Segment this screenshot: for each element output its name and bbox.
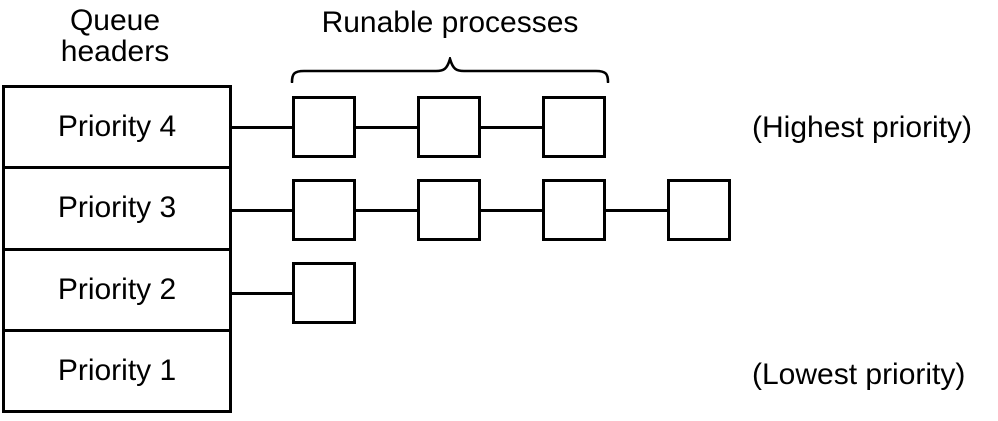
process-box xyxy=(542,179,606,241)
process-box xyxy=(292,179,356,241)
queue-row: Priority 2 xyxy=(5,251,229,332)
brace-icon xyxy=(290,57,610,83)
queue-headers-box: Priority 4 Priority 3 Priority 2 Priority 1 xyxy=(2,85,232,413)
queue-row-label: Priority 2 xyxy=(57,272,177,306)
process-box xyxy=(667,179,731,241)
runable-processes-label: Runable processes xyxy=(321,6,579,39)
process-box xyxy=(292,262,356,324)
process-box xyxy=(417,179,481,241)
process-chain-connector xyxy=(232,126,548,129)
queue-row: Priority 4 xyxy=(5,88,229,170)
queue-headers-label: Queue headers xyxy=(60,4,170,68)
process-box xyxy=(417,96,481,158)
queue-row-label: Priority 1 xyxy=(57,353,177,387)
process-box xyxy=(292,96,356,158)
queue-row: Priority 1 xyxy=(5,332,229,410)
queue-row-label: Priority 3 xyxy=(57,191,177,225)
priority-note: (Highest priority) xyxy=(752,111,973,144)
process-box xyxy=(542,96,606,158)
priority-note: (Lowest priority) xyxy=(752,358,966,391)
queue-row: Priority 3 xyxy=(5,169,229,251)
process-chain-connector xyxy=(232,292,298,295)
queue-row-label: Priority 4 xyxy=(57,110,177,144)
